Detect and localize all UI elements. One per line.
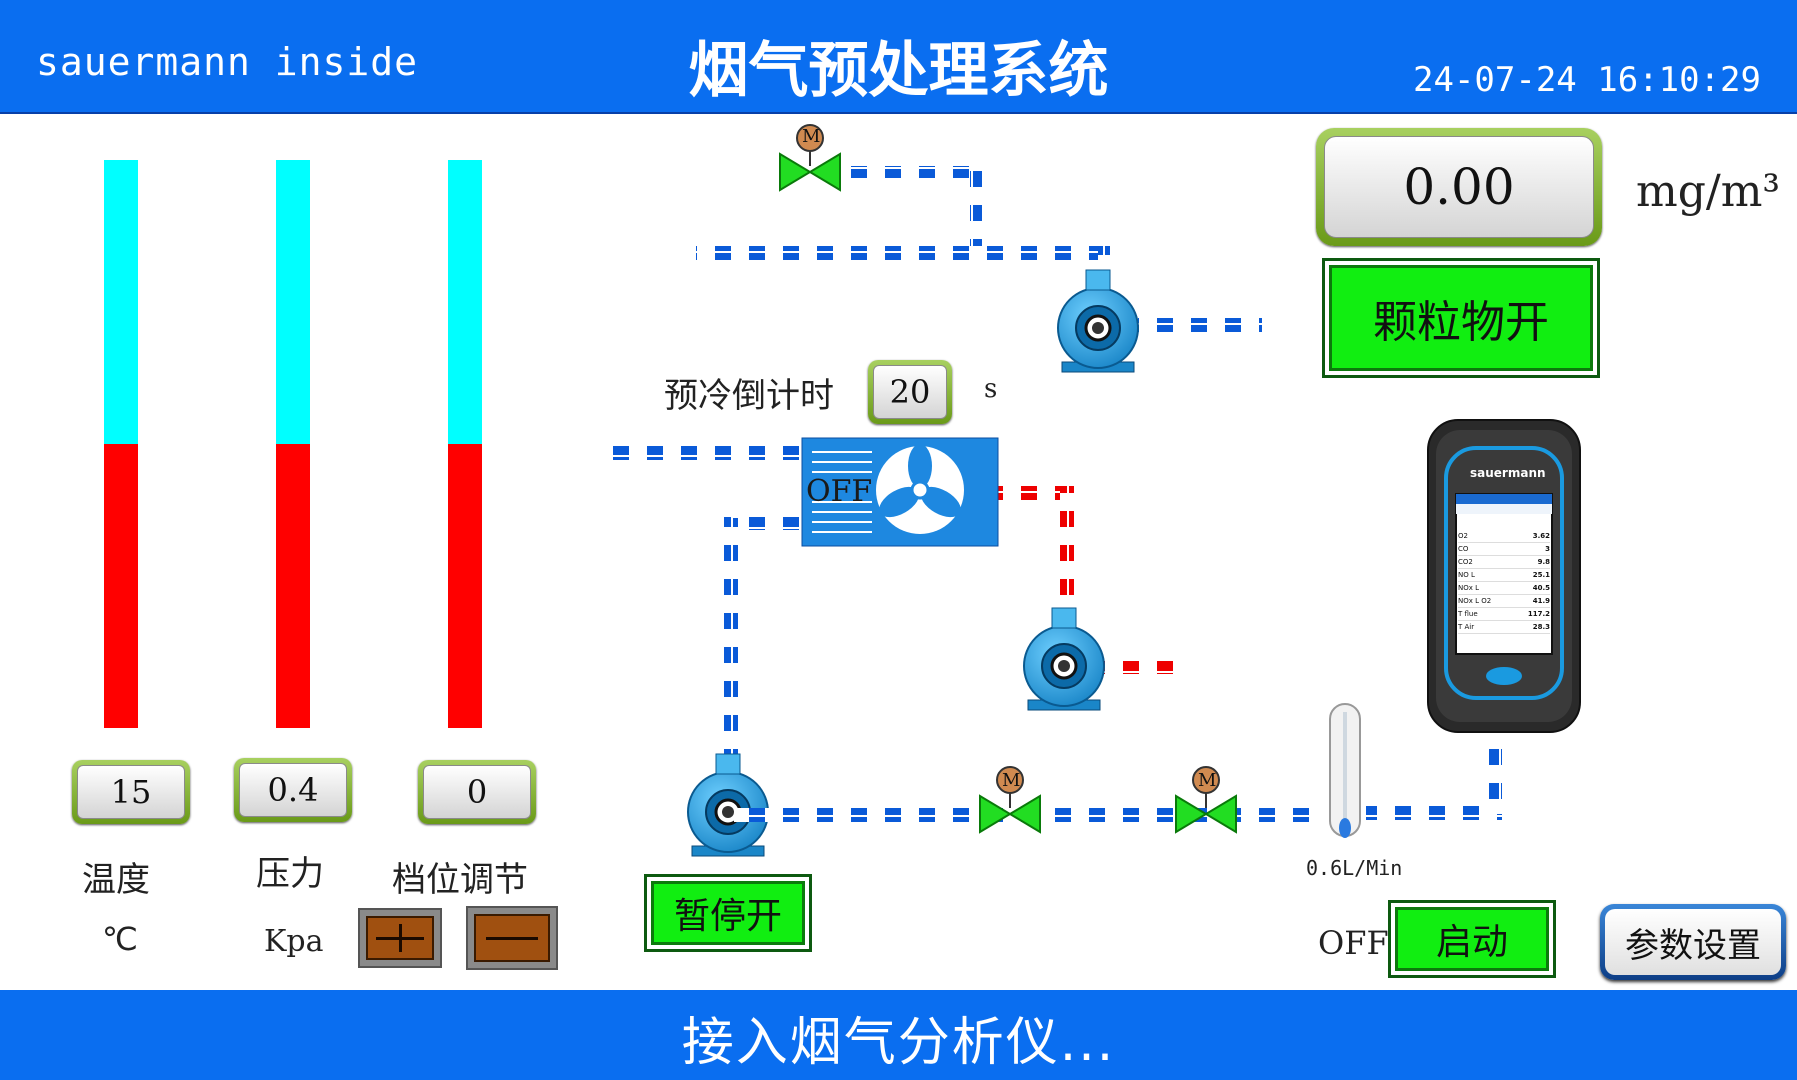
analyzer-reading-key: O2 — [1458, 532, 1468, 540]
precool-value-box: 20 — [868, 360, 952, 424]
temperature-value-box: 15 — [72, 760, 190, 824]
start-button[interactable]: 启动 — [1388, 900, 1556, 978]
start-button-label: 启动 — [1395, 907, 1549, 971]
analyzer-reading-row: NO L 25.1 — [1458, 569, 1550, 582]
particulate-value-box: 0.00 — [1316, 128, 1602, 246]
analyzer-reading-key: NO L — [1458, 571, 1475, 579]
valve-motor-badge: M — [802, 126, 821, 147]
analyzer-brand: sauermann — [1470, 466, 1546, 480]
status-text: 接入烟气分析仪... — [681, 1013, 1116, 1073]
page-title: 烟气预处理系统 — [688, 36, 1109, 106]
analyzer-reading-key: NOx L — [1458, 584, 1480, 592]
analyzer-reading-value: 3 — [1545, 545, 1550, 553]
status-bar — [0, 990, 1797, 1080]
analyzer-reading-key: NOx L O2 — [1458, 597, 1492, 605]
precool-unit: s — [984, 374, 998, 404]
pressure-unit: Kpa — [264, 924, 324, 959]
gear-increase-button[interactable] — [358, 908, 442, 968]
gear-gauge-fill — [448, 444, 482, 728]
pressure-gauge-fill — [276, 444, 310, 728]
analyzer-reading-value: 25.1 — [1532, 571, 1550, 579]
analyzer-reading-key: T flue — [1458, 610, 1478, 618]
analyzer-reading-key: CO — [1458, 545, 1469, 553]
temperature-gauge — [104, 160, 138, 728]
pause-button[interactable]: 暂停开 — [644, 874, 812, 952]
parameter-settings-label: 参数设置 — [1605, 909, 1781, 975]
fan-icon — [879, 444, 961, 518]
analyzer-reading-value: 41.9 — [1532, 597, 1550, 605]
particulate-value: 0.00 — [1324, 136, 1594, 238]
gear-label: 档位调节 — [392, 860, 528, 900]
gear-value: 0 — [423, 765, 531, 819]
gear-value-box: 0 — [418, 760, 536, 824]
analyzer-reading-value: 28.3 — [1532, 623, 1550, 631]
analyzer-reading-value: 9.8 — [1537, 558, 1550, 566]
analyzer-reading-value: 117.2 — [1527, 610, 1550, 618]
analyzer-reading-value: 3.62 — [1532, 532, 1550, 540]
flowmeter-label: 0.6L/Min — [1306, 856, 1403, 880]
analyzer-reading-row: CO 3 — [1458, 543, 1550, 556]
gear-decrease-button[interactable] — [466, 906, 558, 970]
temperature-gauge-fill — [104, 444, 138, 728]
title-bar — [0, 0, 1797, 114]
gear-gauge — [448, 160, 482, 728]
pressure-label: 压力 — [256, 854, 324, 894]
start-state: OFF — [1318, 924, 1389, 962]
minus-icon — [474, 914, 550, 962]
temperature-label: 温度 — [82, 860, 150, 900]
pressure-value-box: 0.4 — [234, 758, 352, 822]
analyzer-reading-row: T Air 28.3 — [1458, 621, 1550, 634]
analyzer-reading-row: NOx L 40.5 — [1458, 582, 1550, 595]
pause-button-label: 暂停开 — [651, 881, 805, 945]
valve-motor-badge: M — [1198, 770, 1217, 791]
analyzer-device — [1427, 419, 1581, 733]
analyzer-reading-row: O2 3.62 — [1458, 530, 1550, 543]
datetime-display: 24-07-24 16:10:29 — [1413, 60, 1761, 100]
temperature-value: 15 — [77, 765, 185, 819]
brand-text: sauermann inside — [36, 40, 419, 84]
analyzer-reading-value: 40.5 — [1532, 584, 1550, 592]
analyzer-reading-row: NOx L O2 41.9 — [1458, 595, 1550, 608]
precool-value: 20 — [873, 365, 947, 419]
cooler-state: OFF — [806, 474, 873, 509]
particulate-unit: mg/m³ — [1636, 166, 1781, 217]
pressure-gauge — [276, 160, 310, 728]
pressure-value: 0.4 — [239, 763, 347, 817]
plus-icon — [366, 916, 434, 960]
precool-label: 预冷倒计时 — [664, 376, 834, 416]
valve-motor-badge: M — [1002, 770, 1021, 791]
analyzer-reading-key: CO2 — [1458, 558, 1473, 566]
temperature-unit: ℃ — [102, 920, 138, 958]
analyzer-reading-row: T flue 117.2 — [1458, 608, 1550, 621]
parameter-settings-button[interactable]: 参数设置 — [1600, 904, 1786, 980]
analyzer-reading-row: CO2 9.8 — [1458, 556, 1550, 569]
particulate-button-label: 颗粒物开 — [1329, 265, 1593, 371]
analyzer-reading-key: T Air — [1458, 623, 1475, 631]
particulate-toggle-button[interactable]: 颗粒物开 — [1322, 258, 1600, 378]
